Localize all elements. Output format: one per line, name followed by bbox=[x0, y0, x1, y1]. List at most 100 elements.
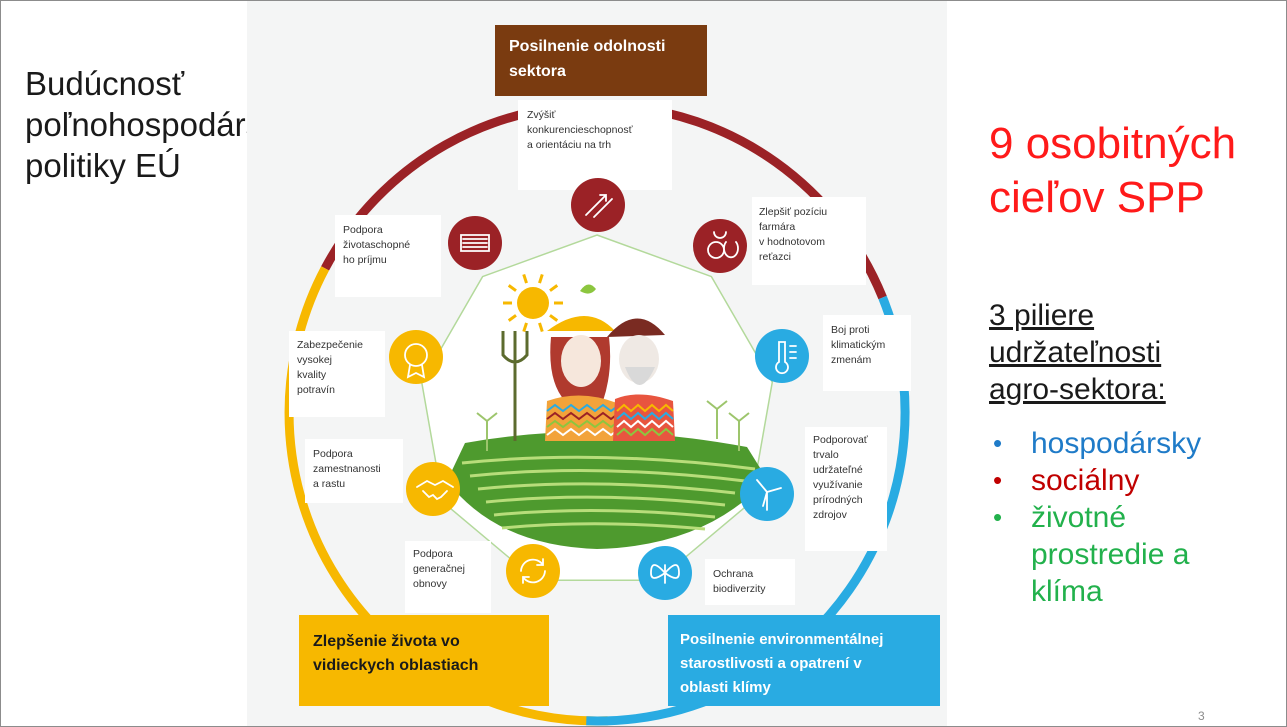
objective-label-line: Boj proti bbox=[831, 324, 870, 336]
wind-turbine-blades bbox=[728, 412, 750, 433]
objective-label-line: zdrojov bbox=[813, 509, 848, 521]
woman-hat bbox=[547, 316, 615, 331]
bird-shape bbox=[580, 284, 596, 294]
butterfly-icon-glyph bbox=[650, 564, 680, 584]
pillar-item-line: životné bbox=[1031, 501, 1127, 534]
objective-label-line: Podpora bbox=[313, 448, 353, 460]
pillar-label-environment-line-2: starostlivosti a opatrení v bbox=[680, 655, 862, 672]
wind-turbine-blades bbox=[476, 412, 498, 433]
objective-icon-circle bbox=[389, 330, 443, 384]
money-stack-icon bbox=[448, 216, 502, 270]
goals-heading-line-2: cieľov SPP bbox=[989, 173, 1205, 222]
thermometer-icon bbox=[755, 329, 809, 383]
objective-label-box bbox=[823, 315, 911, 391]
renewal-arrows-icon bbox=[506, 544, 560, 598]
objective-label-line: Zlepšiť pozíciu bbox=[759, 206, 827, 218]
pillar-item-line: sociálny bbox=[1031, 464, 1140, 497]
pillar-label-resilience-line-1: Posilnenie odolnosti bbox=[509, 38, 665, 55]
pillars-heading-line-2: udržateľnosti bbox=[989, 336, 1162, 369]
man-hat bbox=[607, 318, 665, 337]
pillar-label-rural-line-1: Zlepšenie života vo bbox=[313, 633, 460, 650]
objective-label-line: farmára bbox=[759, 221, 795, 233]
objective-biodiversity: Ochrana biodiverzity bbox=[638, 546, 795, 605]
pillar-item: •hospodársky bbox=[989, 425, 1284, 462]
objective-label-line: reťazci bbox=[759, 251, 791, 263]
sweater-pattern bbox=[616, 411, 674, 421]
sun-ray bbox=[507, 284, 517, 292]
pillar-label-environment-line-1: Posilnenie environmentálnej bbox=[680, 631, 883, 648]
objective-label-box bbox=[335, 215, 441, 297]
sweater-pattern bbox=[546, 403, 628, 413]
sun-ray bbox=[522, 322, 528, 332]
pillar-item-line: prostredie a bbox=[1031, 538, 1190, 571]
sweater-pattern bbox=[546, 411, 628, 421]
sweater-pattern bbox=[616, 427, 674, 437]
goals-heading: 9 osobitných cieľov SPP bbox=[989, 117, 1284, 225]
handshake-icon bbox=[406, 462, 460, 516]
sun-shape bbox=[517, 287, 549, 319]
produce-icon bbox=[693, 219, 747, 273]
objective-label-box bbox=[518, 100, 672, 190]
quality-badge-icon-glyph bbox=[404, 343, 428, 379]
sweater-pattern bbox=[616, 403, 674, 413]
objective-label-line: biodiverzity bbox=[713, 583, 766, 595]
woman-sweater bbox=[545, 395, 619, 441]
objective-climate: Boj proti klimatickým zmenám bbox=[755, 315, 911, 391]
objective-label-line: ho príjmu bbox=[343, 254, 387, 266]
trend-arrows-icon bbox=[571, 178, 625, 232]
objective-icon-circle bbox=[755, 329, 809, 383]
objective-label-box bbox=[752, 197, 866, 285]
wind-turbine-blades bbox=[706, 400, 728, 421]
goals-heading-line-1: 9 osobitných bbox=[989, 119, 1237, 168]
pillars-heading: 3 piliere udržateľnosti agro-sektora: bbox=[989, 297, 1284, 408]
sweater-pattern bbox=[546, 419, 628, 429]
objective-icon-circle bbox=[406, 462, 460, 516]
bullet-icon: • bbox=[993, 502, 1003, 532]
objective-label-line: Ochrana bbox=[713, 568, 753, 580]
objective-label-line: v hodnotovom bbox=[759, 236, 825, 248]
objective-label-line: generačnej bbox=[413, 563, 465, 575]
pillar-item: •sociálny bbox=[989, 462, 1284, 499]
handshake-icon-glyph bbox=[416, 479, 454, 501]
sun-ray bbox=[507, 314, 517, 322]
objective-label-line: zmenám bbox=[831, 354, 872, 366]
quality-badge-icon bbox=[389, 330, 443, 384]
objective-label-line: konkurencieschopnosť bbox=[527, 124, 634, 136]
sun-ray bbox=[549, 284, 559, 292]
objective-farmer-position: Zlepšiť pozíciu farmára v hodnotovom reťazc… bbox=[693, 197, 866, 285]
objective-label-line: Zvýšiť bbox=[527, 109, 556, 121]
objective-label-line: potravín bbox=[297, 384, 335, 396]
farmers-illustration bbox=[447, 274, 767, 549]
sun-ray bbox=[549, 314, 559, 322]
objective-label-box bbox=[705, 559, 795, 605]
objective-label-line: životaschopné bbox=[343, 239, 410, 251]
objective-icon-circle bbox=[693, 219, 747, 273]
objective-label-box bbox=[305, 439, 403, 503]
pillar-label-rural-line-2: vidieckych oblastiach bbox=[313, 657, 478, 674]
objective-label-line: využívanie bbox=[813, 479, 863, 491]
trend-arrows-icon-glyph bbox=[585, 194, 613, 218]
objective-label-line: kvality bbox=[297, 369, 327, 381]
objective-resources: Podporovaťtrvaloudržateľnévyužívanieprír… bbox=[740, 427, 887, 551]
man-beard bbox=[625, 367, 655, 385]
woman-face bbox=[561, 335, 601, 387]
field-furrow bbox=[477, 482, 736, 495]
produce-icon-glyph bbox=[707, 231, 739, 259]
objective-icon-circle bbox=[571, 178, 625, 232]
objective-label-line: klimatickým bbox=[831, 339, 886, 351]
wind-turbine-icon bbox=[740, 467, 794, 521]
objective-icon-circle bbox=[506, 544, 560, 598]
bullet-icon: • bbox=[993, 428, 1003, 458]
butterfly-icon bbox=[638, 546, 692, 600]
renewal-arrows-icon-glyph bbox=[520, 558, 546, 584]
thermometer-icon-glyph bbox=[775, 341, 797, 375]
objective-label-line: obnovy bbox=[413, 578, 448, 590]
pillar-label-environment-line-3: oblasti klímy bbox=[680, 679, 772, 696]
